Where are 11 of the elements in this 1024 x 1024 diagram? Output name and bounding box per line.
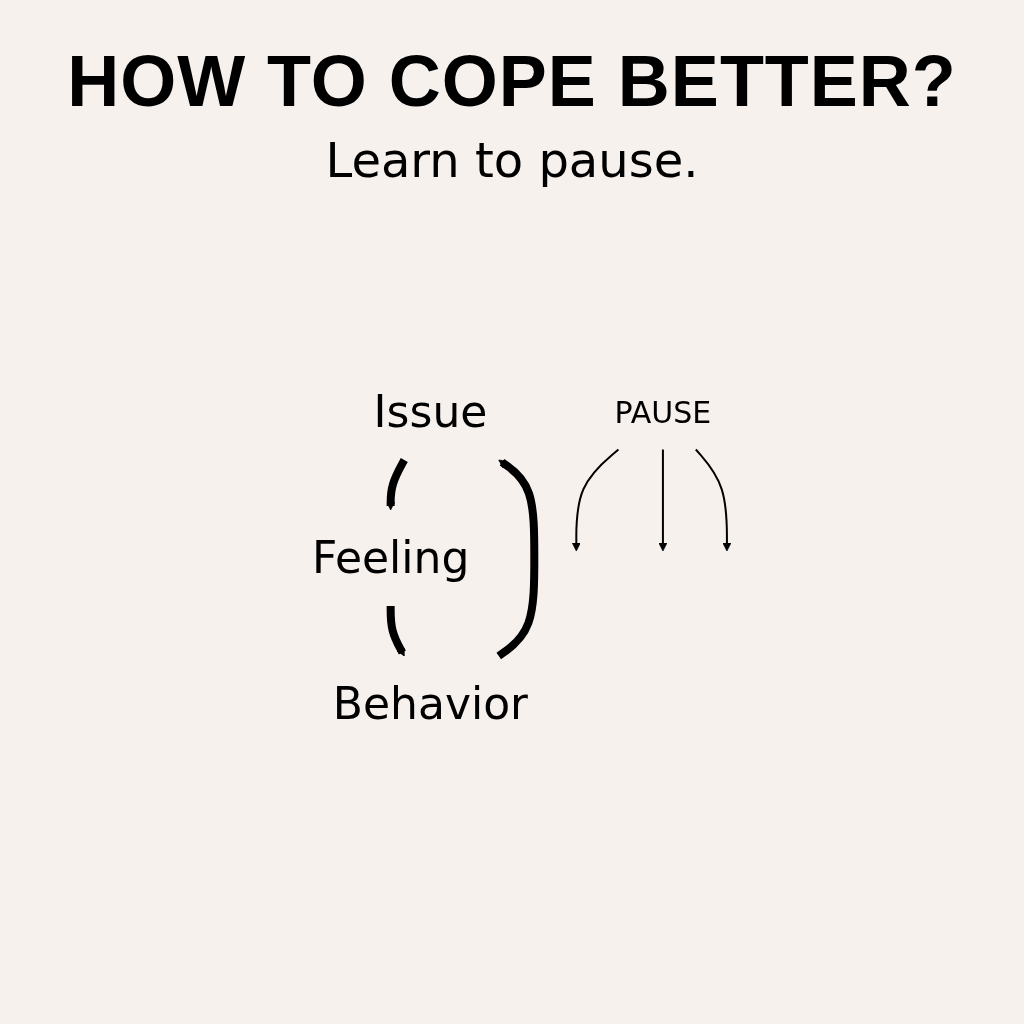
- node-label: Issue: [373, 386, 488, 437]
- thick-arrow: [386, 458, 409, 511]
- arrow: [572, 448, 620, 552]
- node-label: Behavior: [333, 678, 529, 729]
- arrow: [658, 448, 668, 552]
- node-label: Feeling: [312, 532, 470, 583]
- node-label: PAUSE: [614, 394, 712, 430]
- arrow: [695, 448, 732, 552]
- thick-arrow: [496, 459, 539, 660]
- subtitle: Learn to pause.: [325, 132, 699, 188]
- title: HOW TO COPE BETTER?: [67, 40, 957, 122]
